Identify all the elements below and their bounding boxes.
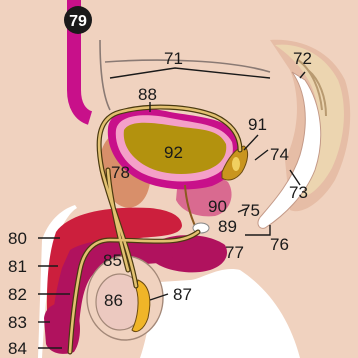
label-83: 83 <box>8 313 27 332</box>
label-72: 72 <box>293 49 312 68</box>
label-74: 74 <box>270 145 289 164</box>
label-88: 88 <box>138 85 157 104</box>
seminal-vesicle-detail <box>232 157 240 171</box>
label-77: 77 <box>225 243 244 262</box>
label-87: 87 <box>173 285 192 304</box>
label-71: 71 <box>164 49 183 68</box>
label-81: 81 <box>8 257 27 276</box>
label-89: 89 <box>218 217 237 236</box>
label-78: 78 <box>111 163 130 182</box>
label-86: 86 <box>104 291 123 310</box>
label-91: 91 <box>248 115 267 134</box>
label-85: 85 <box>103 251 122 270</box>
label-92: 92 <box>164 143 183 162</box>
label-75: 75 <box>241 201 260 220</box>
figure-number: 79 <box>69 13 87 30</box>
label-90: 90 <box>208 197 227 216</box>
label-73: 73 <box>289 183 308 202</box>
label-80: 80 <box>8 229 27 248</box>
label-84: 84 <box>8 339 27 358</box>
label-76: 76 <box>270 235 289 254</box>
label-82: 82 <box>8 285 27 304</box>
